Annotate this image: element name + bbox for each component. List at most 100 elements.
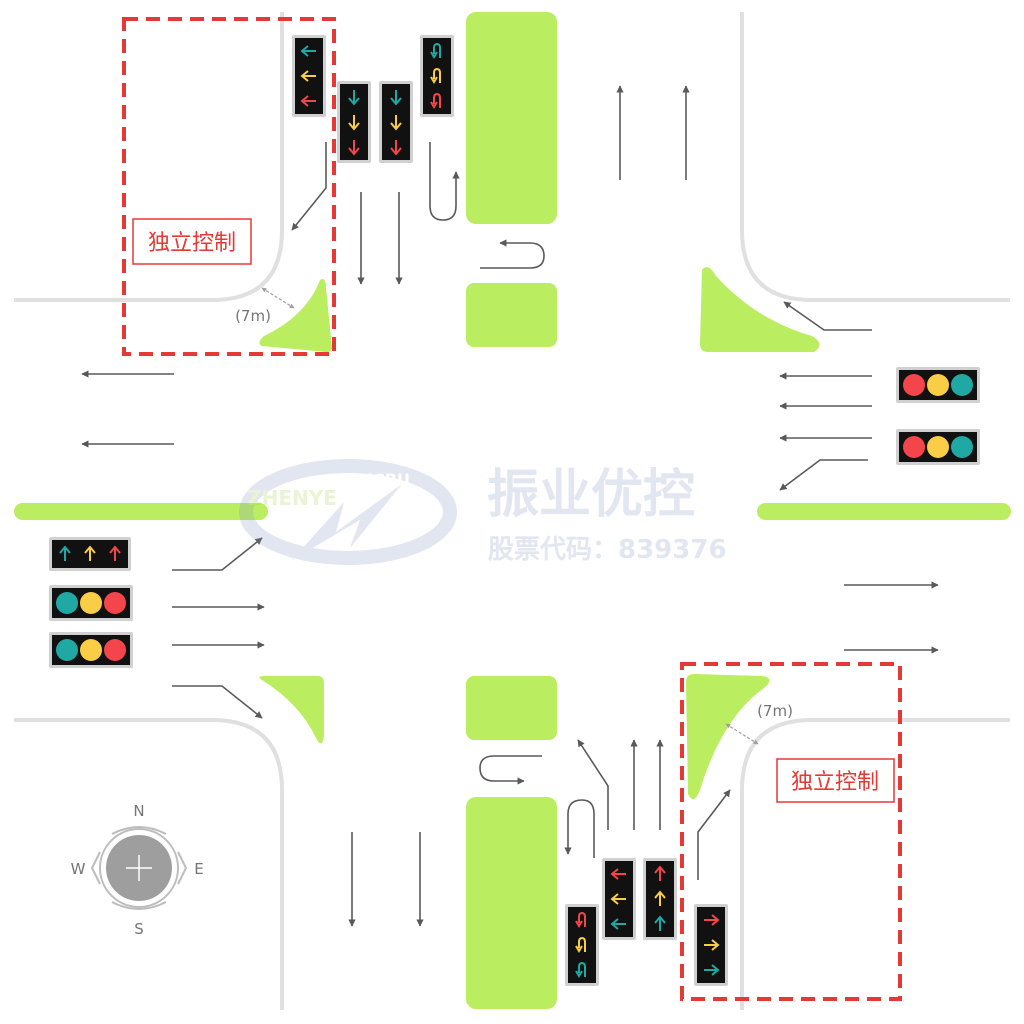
left-arrow-icon	[610, 918, 626, 930]
uturn-arrow-icon	[430, 92, 441, 109]
curb-sw	[14, 718, 284, 1010]
left-arrow-icon	[300, 45, 316, 57]
se-corner-island	[686, 674, 770, 800]
down-arrow-icon	[348, 140, 360, 156]
right-arrow-icon	[704, 939, 720, 951]
watermark-stock-code: 股票代码：839376	[488, 535, 727, 565]
uturn-signal	[420, 35, 454, 117]
uturn-arrow-icon	[575, 936, 586, 953]
south-uturn-arrow	[564, 799, 595, 858]
lane-arrows	[81, 85, 939, 927]
west-left-turn-arrow	[172, 537, 263, 571]
uturn-signal	[565, 904, 599, 986]
uturn-arrow-icon	[575, 961, 586, 978]
south-median-uturn-arrow	[479, 755, 542, 785]
up-arrow-icon	[59, 545, 71, 561]
signal-lamp	[903, 374, 925, 396]
uturn-arrow-icon	[430, 67, 441, 84]
up-arrow-icon	[109, 545, 121, 561]
zone-nw-label: 独立控制	[148, 231, 236, 256]
signal-lamp	[56, 639, 78, 661]
north-median-uturn-arrow	[480, 239, 545, 269]
zone-nw-distance: (7m)	[235, 307, 271, 325]
uturn-arrow-icon	[575, 911, 586, 928]
sw-corner-island	[259, 676, 324, 744]
uturn-arrow-icon	[430, 42, 441, 59]
left-arrow-icon	[610, 893, 626, 905]
east-right-turn-arrow	[783, 301, 872, 331]
signal-lamp	[80, 639, 102, 661]
compass-south-label: S	[134, 920, 144, 938]
right-arrow-icon	[704, 964, 720, 976]
watermark-logo-text: ZHENYE	[247, 486, 337, 510]
up-arrow-icon	[84, 545, 96, 561]
west-right-turn-arrow	[172, 685, 263, 719]
curb-nw	[14, 12, 284, 302]
signal-lamp	[951, 436, 973, 458]
round-signal-2	[896, 429, 980, 465]
straight-signal-1	[337, 81, 371, 163]
curb-se	[740, 718, 1010, 1010]
right-turn-signal	[694, 904, 728, 986]
signal-lamp	[56, 592, 78, 614]
south-median-island	[466, 797, 557, 1009]
round-signal-1	[896, 367, 980, 403]
signal-lamp	[927, 436, 949, 458]
north-median-nose	[466, 283, 557, 347]
up-arrow-icon	[654, 890, 666, 906]
down-arrow-icon	[390, 140, 402, 156]
zone-se-distance-line	[725, 723, 759, 745]
curb-ne	[740, 12, 1010, 302]
zone-nw-label-box	[132, 218, 252, 265]
south-median-nose	[466, 676, 557, 740]
signal-lamp	[104, 592, 126, 614]
north-uturn-arrow	[429, 142, 460, 221]
left-arrow-icon	[610, 868, 626, 880]
zone-se-label: 独立控制	[791, 770, 879, 795]
signal-lamp	[903, 436, 925, 458]
straight-signal-2	[379, 81, 413, 163]
watermark: ZHENYE UCRU 振业优控 股票代码：839376	[239, 459, 727, 565]
zone-nw-border	[122, 17, 336, 356]
up-arrow-icon	[654, 915, 666, 931]
down-arrow-icon	[348, 90, 360, 106]
signal-lamp	[104, 639, 126, 661]
down-arrow-icon	[348, 115, 360, 131]
right-turn-signal	[292, 35, 326, 117]
ne-corner-island	[700, 267, 820, 352]
compass-west-label: W	[71, 860, 86, 878]
traffic-islands	[14, 12, 1011, 1009]
left-arrow-icon	[300, 95, 316, 107]
compass-icon: N S W E	[71, 802, 204, 938]
independent-control-zones: 独立控制 独立控制 (7m) (7m)	[122, 17, 902, 1001]
round-signal-1	[49, 585, 133, 621]
left-turn-signal	[602, 858, 636, 940]
signal-lamp	[951, 374, 973, 396]
signal-lamp	[80, 592, 102, 614]
compass-north-label: N	[133, 802, 144, 820]
south-right-turn-arrow	[697, 789, 731, 880]
down-arrow-icon	[390, 90, 402, 106]
watermark-brand: 振业优控	[487, 465, 695, 525]
up-arrow-icon	[654, 865, 666, 881]
zone-se-distance: (7m)	[757, 702, 793, 720]
east-left-turn-arrow	[779, 459, 868, 491]
compass-east-label: E	[194, 860, 203, 878]
right-arrow-icon	[704, 914, 720, 926]
left-arrow-icon	[300, 70, 316, 82]
south-left-turn-arrow	[577, 739, 609, 830]
signal-lamp	[927, 374, 949, 396]
road-curbs	[14, 12, 1010, 1010]
zone-se-label-box	[776, 758, 895, 803]
north-right-turn-arrow	[291, 142, 327, 231]
east-median-island	[757, 503, 1011, 520]
signal-layer	[49, 35, 980, 986]
nw-corner-island	[259, 279, 332, 352]
watermark-logo-icon: ZHENYE UCRU	[239, 459, 457, 565]
arrow-signal	[49, 537, 131, 571]
watermark-logo-text-2: UCRU	[360, 470, 410, 489]
round-signal-2	[49, 632, 133, 668]
zone-nw-distance-line	[261, 287, 295, 309]
north-median-island	[466, 12, 557, 224]
